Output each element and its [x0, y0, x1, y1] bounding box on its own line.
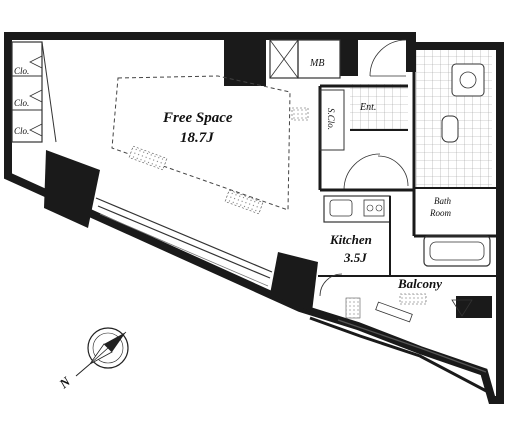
column-balcony	[456, 296, 492, 318]
shoe-closet-label: S.Clo.	[326, 108, 336, 130]
toilet	[441, 115, 459, 143]
aircon-unit	[399, 293, 427, 305]
window-diagonal	[95, 197, 273, 273]
column-mb	[224, 36, 266, 86]
bathtub	[423, 235, 491, 267]
balcony-label: Balcony	[397, 276, 442, 291]
furniture-mark-2	[224, 189, 264, 215]
compass-north-label: N	[55, 373, 73, 392]
column-bottom	[270, 252, 318, 312]
stove	[363, 199, 385, 217]
kitchen-sink	[329, 199, 353, 217]
column-right-top	[406, 36, 416, 72]
furniture-mark-3	[291, 107, 309, 121]
balcony-drain	[451, 299, 473, 317]
kitchen-label: Kitchen	[329, 232, 372, 247]
bath-label-line2: Room	[429, 208, 451, 218]
bath-label-line1: Bath	[434, 196, 451, 206]
small-cabinet	[345, 297, 361, 319]
entrance-label: Ent.	[359, 102, 376, 113]
furniture-mark-1	[128, 145, 168, 171]
column-left	[44, 150, 100, 228]
entrance-tile-floor	[350, 84, 408, 130]
closet-label-3: Clo.	[14, 126, 29, 136]
washbasin	[451, 63, 485, 97]
balcony-rail	[337, 319, 487, 373]
kitchen-area: 3.5J	[343, 250, 367, 265]
hall-door-arc	[343, 153, 381, 191]
column-top-right	[340, 36, 358, 76]
compass: N	[55, 327, 129, 392]
kitchen-door-arc	[319, 273, 343, 297]
meter-box-label: MB	[309, 58, 324, 69]
free-space-outline	[111, 75, 291, 211]
balcony-window	[375, 301, 413, 323]
balcony-edge	[309, 316, 493, 396]
closet-label-1: Clo.	[14, 66, 29, 76]
closet-label-2: Clo.	[14, 98, 29, 108]
shoe-closet	[319, 89, 345, 151]
entrance-door-arc	[369, 39, 407, 77]
free-space-label: Free Space	[162, 110, 233, 126]
free-space-area: 18.7J	[180, 130, 214, 146]
closet-block	[11, 41, 43, 143]
